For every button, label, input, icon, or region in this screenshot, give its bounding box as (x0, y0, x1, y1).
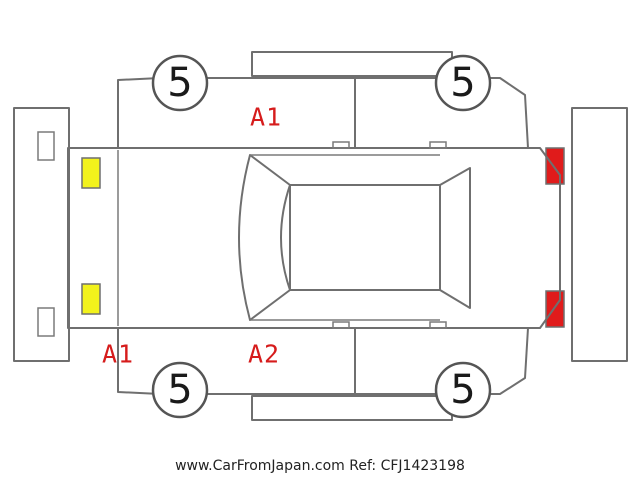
wheel-rear-left-count: 5 (167, 367, 192, 413)
car-side-view-right (117, 321, 529, 421)
rear-bumper (571, 107, 628, 362)
rear-lamp-top (545, 147, 565, 185)
damage-mark-hood-left: A1 (250, 103, 282, 132)
car-body-top-view (67, 147, 561, 329)
rear-lamp-bottom (545, 290, 565, 328)
front-lamp-top (81, 157, 101, 189)
wheel-rear-right-count: 5 (450, 367, 475, 413)
front-lamp-bottom (81, 283, 101, 315)
wheel-front-left-count: 5 (167, 60, 192, 106)
wheel-rear-right: 5 (434, 361, 492, 419)
footer-site: www.CarFromJapan.com (175, 458, 345, 474)
front-bumper (13, 107, 70, 362)
wheel-front-left: 5 (151, 54, 209, 112)
footer-ref: Ref: CFJ1423198 (349, 458, 465, 474)
wheel-rear-left: 5 (151, 361, 209, 419)
wheel-front-right: 5 (434, 54, 492, 112)
footer-watermark: www.CarFromJapan.com Ref: CFJ1423198 (0, 458, 640, 474)
damage-mark-front-bumper: A1 (102, 340, 134, 369)
damage-mark-hood-right: A2 (248, 340, 280, 369)
wheel-front-right-count: 5 (450, 60, 475, 106)
